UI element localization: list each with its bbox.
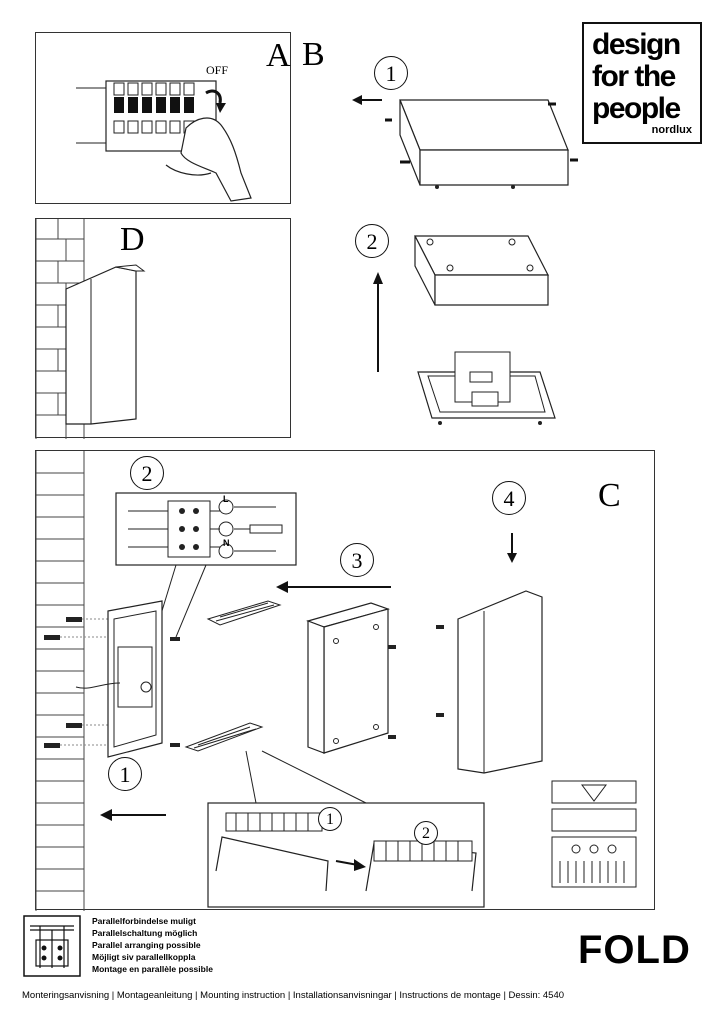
note-line-1: Parallelforbindelse muligt [92, 916, 196, 926]
step-c2-circle: 2 [130, 456, 164, 490]
logo-line-1: design [592, 28, 681, 61]
step-c4-circle: 4 [492, 481, 526, 515]
note-line-2: Parallelschaltung möglich [92, 928, 198, 938]
step-letter-b: B [302, 36, 325, 73]
panel-mounted-lamp: D [35, 218, 291, 439]
step-c3-circle: 3 [340, 543, 374, 577]
detail-step-2: 2 [414, 821, 438, 845]
logo-line-3: people [592, 92, 681, 125]
logo-brand: nordlux [651, 124, 692, 136]
step-letter-c: C [598, 477, 621, 514]
brand-logo: design for the people nordlux [582, 22, 702, 144]
terminal-label-n: N [223, 538, 230, 548]
product-name: FOLD [578, 928, 691, 972]
off-label: OFF [206, 63, 229, 77]
installation-illustration [35, 451, 637, 911]
terminal-label-l: L [223, 494, 229, 504]
step-c1-circle: 1 [108, 757, 142, 791]
step-b2-circle: 2 [355, 224, 389, 258]
note-line-4: Möjligt siv parallellkoppla [92, 952, 196, 962]
detail-step-1: 1 [318, 807, 342, 831]
step-b1-circle: 1 [374, 56, 408, 90]
step-letter-d: D [120, 221, 145, 258]
logo-line-2: for the [592, 60, 676, 93]
breaker-illustration [76, 80, 252, 202]
mounted-lamp-illustration [35, 219, 146, 439]
panel-switch-off: OFF A [35, 32, 291, 204]
panel-installation: C L N 2 3 4 1 1 2 [35, 450, 655, 911]
note-line-3: Parallel arranging possible [92, 940, 201, 950]
note-line-5: Montage en parallèle possible [92, 964, 213, 974]
footer-text: Monteringsanvisning | Montageanleitung |… [22, 990, 565, 1001]
step-letter-a: A [266, 37, 291, 74]
